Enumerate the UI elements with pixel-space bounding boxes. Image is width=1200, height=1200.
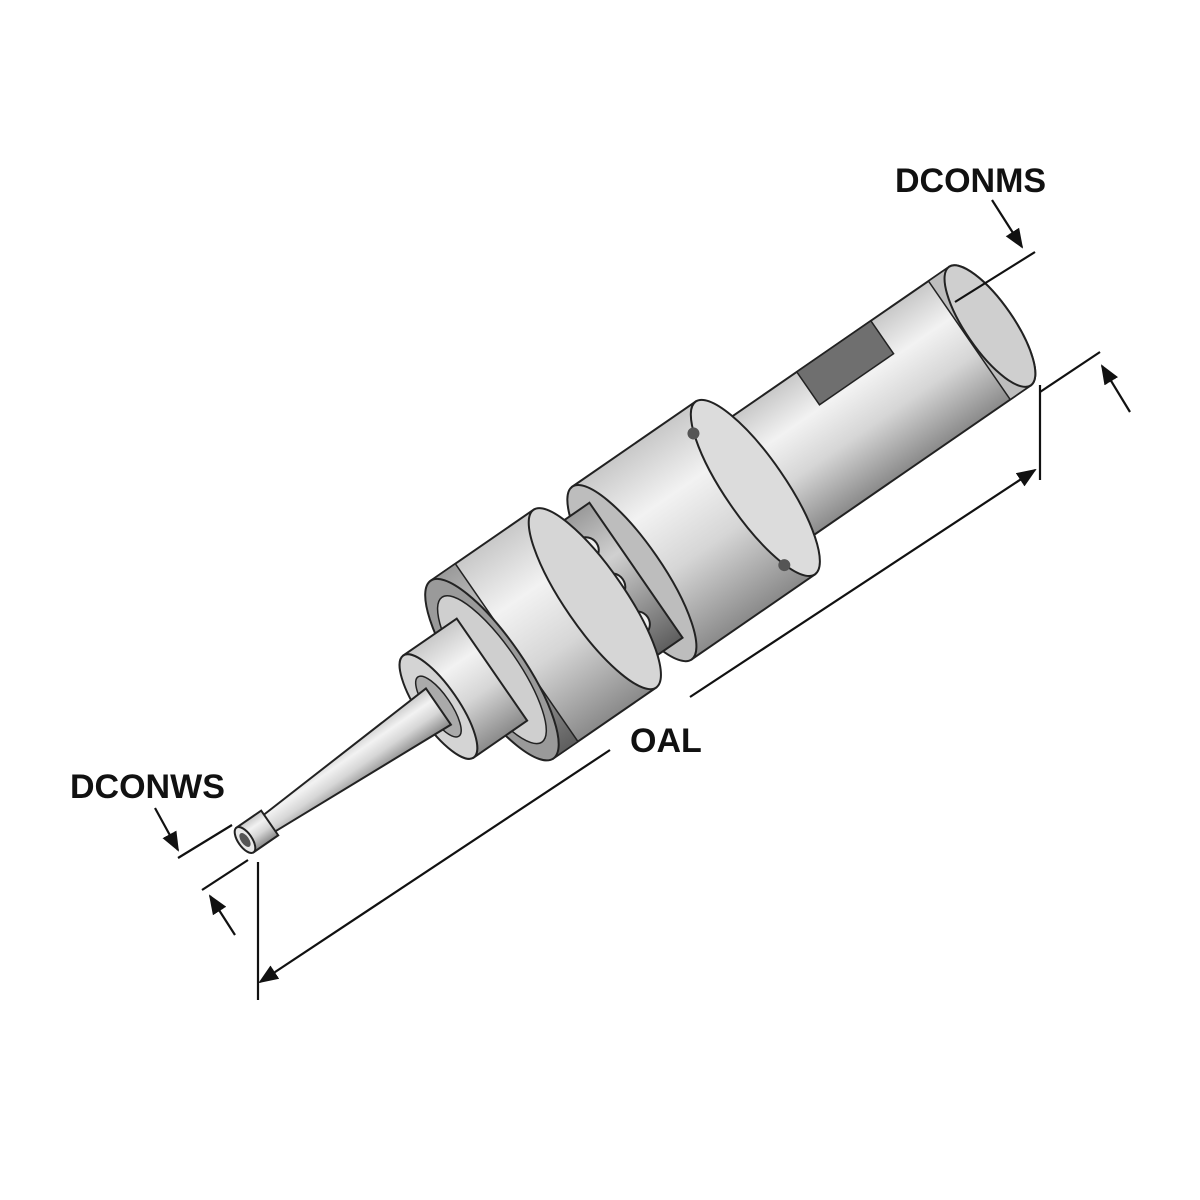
taper-extension bbox=[261, 687, 453, 834]
dconws-label: DCONWS bbox=[70, 768, 225, 806]
dconms-dimension bbox=[954, 199, 1131, 413]
shank-flat bbox=[795, 319, 895, 406]
set-screw-hole bbox=[778, 559, 791, 572]
dconms-label: DCONMS bbox=[895, 162, 1046, 200]
shank bbox=[713, 264, 1037, 549]
tip bbox=[233, 809, 280, 854]
oal-dimension bbox=[256, 385, 1042, 1000]
tool-body bbox=[233, 264, 1037, 854]
dconws-dimension bbox=[154, 807, 249, 936]
oal-label: OAL bbox=[630, 722, 702, 760]
set-screw-hole bbox=[687, 427, 700, 440]
